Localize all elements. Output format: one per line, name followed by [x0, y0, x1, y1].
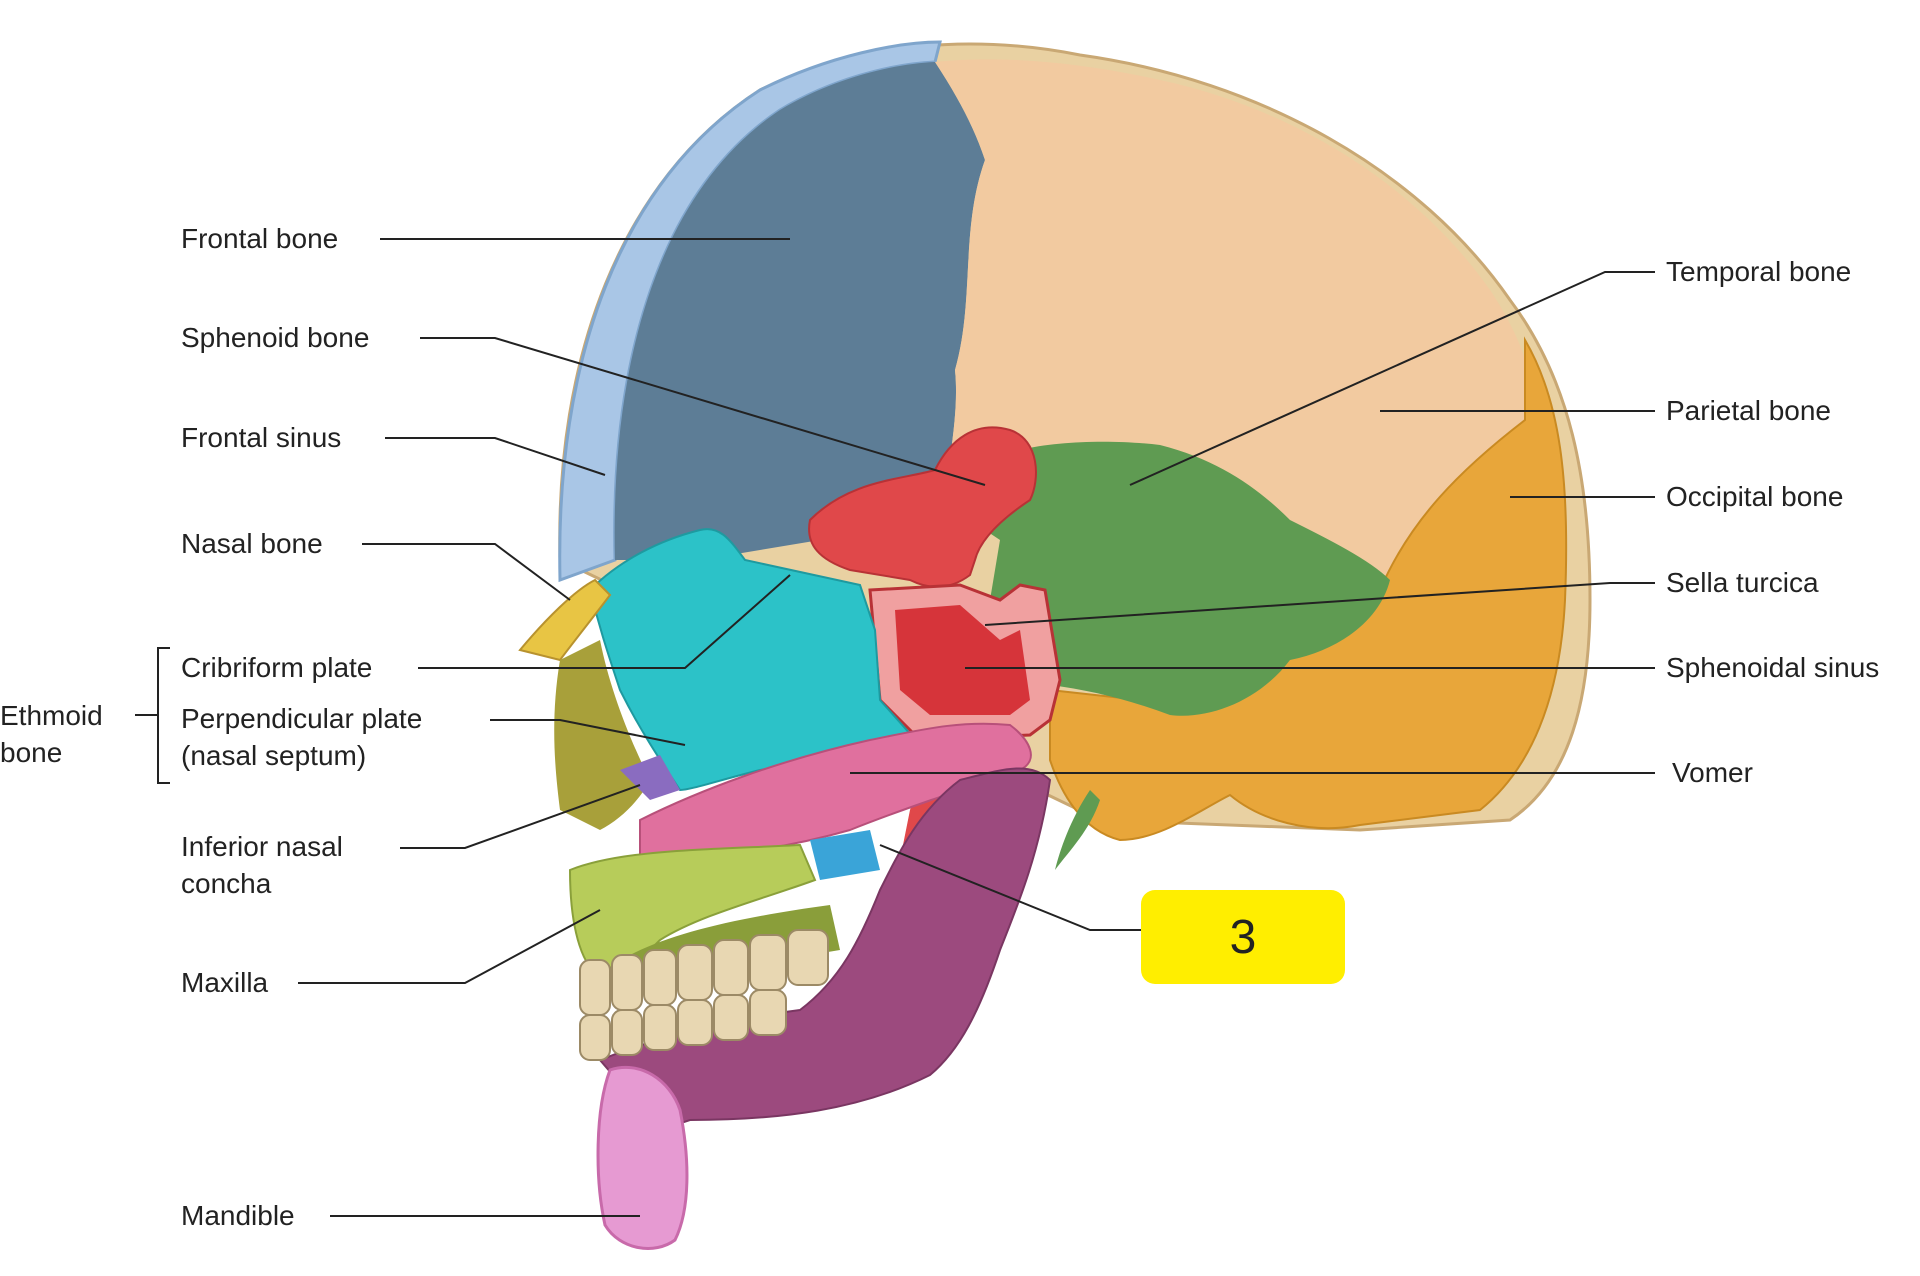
leader-quiz [879, 844, 1141, 931]
label-ethmoid-bone: Ethmoid bone [0, 697, 103, 771]
leader-lines [135, 238, 1655, 1217]
palatine-bone [810, 830, 880, 880]
label-frontal-sinus: Frontal sinus [181, 422, 342, 453]
leader-maxilla [298, 909, 601, 984]
nasal-cartilage [554, 640, 650, 830]
label-sphenoid-bone: Sphenoid bone [181, 322, 370, 353]
leader-cribriform-plate [418, 574, 791, 669]
label-perpendicular-plate-line2: (nasal septum) [181, 740, 367, 771]
label-inferior-nasal-concha-line2: concha [181, 868, 272, 899]
label-occipital-bone: Occipital bone [1666, 481, 1844, 512]
ethmoid-bracket [157, 647, 170, 784]
label-mandible: Mandible [181, 1200, 295, 1231]
label-ethmoid-bone-line1: Ethmoid [0, 700, 103, 731]
frontal-bone [614, 62, 985, 560]
leader-temporal-bone [1129, 271, 1655, 486]
nasal-bone [518, 578, 612, 662]
vomer [639, 722, 1032, 862]
teeth [579, 929, 829, 1061]
sphenoid-bone [808, 426, 1037, 588]
label-maxilla: Maxilla [181, 967, 269, 998]
leader-frontal-sinus [385, 437, 606, 476]
leader-inferior-nasal-concha [400, 784, 641, 849]
label-ethmoid-bone-line2: bone [0, 737, 63, 768]
label-parietal-bone: Parietal bone [1666, 395, 1832, 426]
label-perpendicular-plate-line1: Perpendicular plate [181, 703, 423, 734]
styloid-process [1055, 790, 1100, 870]
leader-sella-turcica [984, 582, 1655, 626]
label-inferior-nasal-concha-line1: Inferior nasal [181, 831, 343, 862]
leader-perpendicular-plate [490, 719, 686, 746]
label-sphenoidal-sinus: Sphenoidal sinus [1666, 652, 1880, 683]
label-vomer: Vomer [1672, 757, 1753, 788]
mandible-cut-section [596, 1065, 689, 1250]
inferior-nasal-concha [620, 755, 680, 800]
quiz-number-box[interactable]: 3 [1141, 890, 1345, 984]
label-sella-turcica: Sella turcica [1666, 567, 1819, 598]
mandible [598, 767, 1052, 1132]
temporal-bone [970, 441, 1390, 716]
leader-sphenoid-bone [420, 337, 986, 486]
sphenoidal-sinus-cavity [895, 605, 1030, 715]
label-inferior-nasal-concha: Inferior nasal concha [181, 828, 343, 902]
label-frontal-bone: Frontal bone [181, 223, 339, 254]
label-nasal-bone: Nasal bone [181, 528, 323, 559]
label-cribriform-plate: Cribriform plate [181, 652, 373, 683]
label-perpendicular-plate: Perpendicular plate (nasal septum) [181, 700, 422, 774]
label-temporal-bone: Temporal bone [1666, 256, 1852, 287]
leader-nasal-bone [362, 543, 571, 601]
